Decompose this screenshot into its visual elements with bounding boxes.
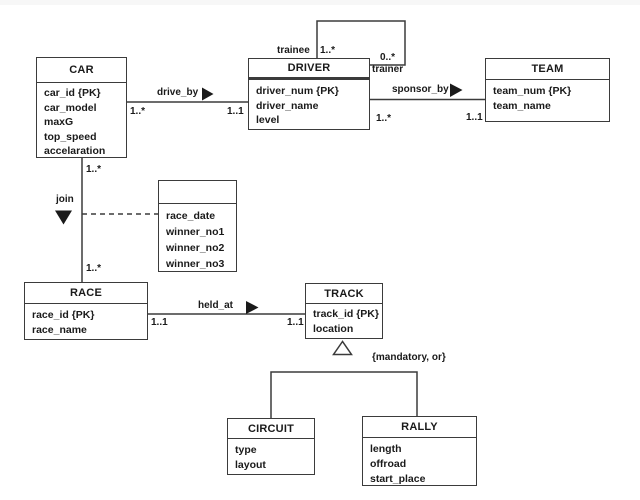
entity-track: TRACK track_id {PK} location (305, 283, 383, 339)
attr-race-id: race_id {PK} (32, 309, 95, 321)
held-at-arrow-icon (246, 301, 259, 314)
drive-by-arrow-icon (202, 87, 214, 101)
entity-race: RACE race_id {PK} race_name (24, 282, 148, 340)
attr-location: location (313, 323, 354, 335)
attr-offroad: offroad (370, 458, 407, 470)
entity-team-title: TEAM (486, 59, 609, 80)
entity-race-result: race_date winner_no1 winner_no2 winner_n… (158, 180, 237, 272)
join-card-car: 1..* (86, 164, 102, 175)
attr-driver-name: driver_name (256, 99, 319, 112)
attr-level: level (256, 114, 280, 126)
entity-car-title: CAR (37, 58, 126, 83)
entity-track-title: TRACK (306, 284, 382, 304)
entity-race-title: RACE (25, 283, 147, 304)
entity-team: TEAM team_num {PK} team_name (485, 58, 610, 122)
generalization-constraint-label: {mandatory, or} (372, 352, 446, 363)
attr-race-date: race_date (166, 210, 216, 222)
entity-rally: RALLY length offroad start_place (362, 416, 477, 486)
entity-driver: DRIVER driver_num {PK} driver_name level (248, 58, 370, 130)
join-label: join (56, 194, 74, 205)
entity-race-result-title (159, 181, 236, 204)
entity-circuit-title: CIRCUIT (228, 419, 314, 439)
drive-by-card-driver: 1..1 (227, 106, 244, 117)
held-at-label: held_at (198, 300, 234, 311)
trainee-card: 1..* (320, 45, 336, 56)
drive-by-label: drive_by (157, 87, 199, 98)
entity-car: CAR car_id {PK} car_model maxG top_speed… (36, 57, 127, 158)
trainer-loop-line (316, 20, 406, 66)
trainer-card: 0..* (380, 52, 396, 63)
sponsor-by-card-driver: 1..* (376, 113, 392, 124)
sponsor-by-arrow-icon (450, 83, 463, 97)
entity-driver-title: DRIVER (249, 59, 369, 80)
attr-start-place: start_place (370, 473, 426, 485)
subtype-bracket-line (270, 371, 418, 418)
attr-driver-num: driver_num {PK} (256, 85, 339, 97)
sponsor-by-label: sponsor_by (392, 84, 449, 95)
held-at-card-race: 1..1 (151, 317, 168, 328)
attr-team-name: team_name (493, 100, 551, 112)
attr-top-speed: top_speed (44, 130, 97, 143)
held-at-card-track: 1..1 (287, 317, 304, 328)
attr-car-id: car_id {PK} (44, 87, 101, 99)
attr-length: length (370, 443, 402, 455)
attr-race-name: race_name (32, 324, 87, 336)
entity-rally-title: RALLY (363, 417, 476, 438)
attr-team-num: team_num {PK} (493, 85, 572, 97)
join-card-race: 1..* (86, 263, 102, 274)
attr-car-model: car_model (44, 101, 97, 114)
attr-type: type (235, 444, 257, 456)
join-arrow-icon (55, 210, 72, 225)
drive-by-card-car: 1..* (130, 106, 146, 117)
trainee-label: trainee (277, 45, 310, 56)
attr-winner-no2: winner_no2 (166, 242, 225, 254)
sponsor-by-card-team: 1..1 (466, 112, 483, 123)
entity-circuit: CIRCUIT type layout (227, 418, 315, 475)
trainer-label: trainer (372, 64, 404, 75)
attr-maxg: maxG (44, 116, 74, 128)
attr-track-id: track_id {PK} (313, 308, 379, 320)
attr-winner-no1: winner_no1 (166, 226, 225, 238)
generalization-triangle-icon (332, 340, 353, 356)
top-edge-strip (0, 0, 640, 5)
attr-layout: layout (235, 459, 266, 471)
attr-winner-no3: winner_no3 (166, 258, 225, 270)
attr-accelaration: accelaration (44, 145, 106, 157)
